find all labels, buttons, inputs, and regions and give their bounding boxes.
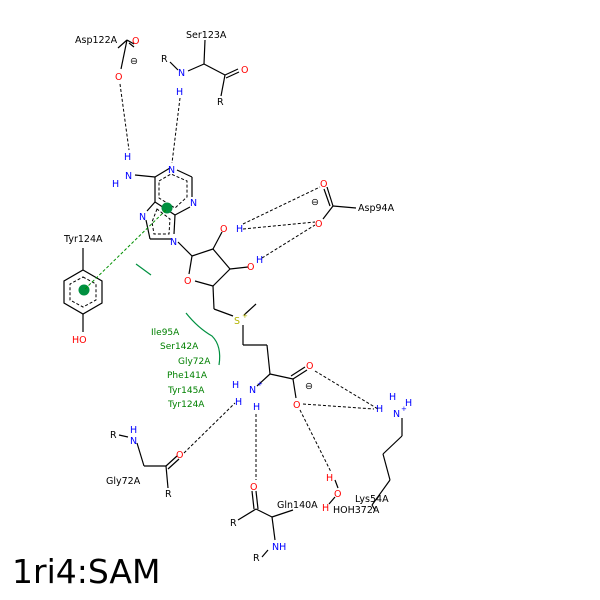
gly72-r2: R — [165, 489, 172, 500]
asp94-label: Asp94A — [358, 203, 395, 214]
sam-amine-h2: H — [112, 179, 119, 190]
sam-n3: N — [190, 198, 197, 209]
asp122-charge: ⊖ — [130, 56, 138, 67]
sam-ring-o: O — [184, 276, 191, 287]
hydrophobic-gly72: Gly72A — [178, 357, 211, 367]
gly72-n: N — [130, 436, 137, 447]
gln140-residue: O R Gln140A NH R — [230, 482, 318, 564]
lys54-residue: N + H H H Lys54A — [355, 392, 412, 511]
sam-carboxyl-o2: O — [293, 400, 300, 411]
tyr124-label: Tyr124A — [63, 234, 103, 245]
hydrophobic-ile95: Ile95A — [151, 328, 180, 338]
hoh372-o: O — [334, 489, 341, 500]
hydrophobic-phe141: Phe141A — [167, 371, 208, 381]
ligand-title: 1ri4:SAM — [12, 552, 161, 591]
hydrophobic-ser142: Ser142A — [160, 342, 199, 352]
gln140-r2: R — [253, 553, 260, 564]
hydrophobic-tyr124: Tyr124A — [167, 400, 205, 410]
tyr124-ho: HO — [72, 335, 87, 346]
asp122-o2: O — [115, 72, 122, 83]
hydrophobic-arcs — [135, 263, 221, 366]
gly72-residue: R N H O R Gly72A — [106, 425, 183, 500]
sam-amino-n: N — [249, 385, 256, 396]
ser123-n: N — [178, 68, 185, 79]
lys54-n: N — [393, 409, 400, 420]
ser123-r1: R — [161, 54, 168, 65]
gly72-o: O — [176, 450, 183, 461]
gln140-o: O — [250, 482, 257, 493]
sam-n1: N — [168, 165, 175, 176]
lys54-h2: H — [405, 398, 412, 409]
gly72-h: H — [130, 425, 137, 436]
tyr124-ring-centroid — [78, 284, 90, 296]
sam-amine-h1: H — [124, 152, 131, 163]
asp122-residue: Asp122A O O ⊖ — [75, 35, 139, 83]
sam-ring-centroid — [161, 202, 173, 214]
sam-o2: O — [220, 224, 227, 235]
ser123-r2: R — [217, 97, 224, 108]
sam-amino-h1: H — [232, 380, 239, 391]
gln140-label: Gln140A — [277, 500, 318, 511]
gln140-r1: R — [230, 518, 237, 529]
asp94-charge: ⊖ — [311, 197, 319, 208]
tyr124-residue: Tyr124A HO — [63, 234, 103, 346]
hydrophobic-tyr145: Tyr145A — [167, 386, 205, 396]
hoh372-h2: H — [322, 503, 329, 514]
lys54-label: Lys54A — [355, 494, 389, 505]
sam-amine-n: N — [125, 171, 132, 182]
ser123-label: Ser123A — [186, 30, 227, 41]
sam-sulfur-charge: + — [242, 312, 248, 320]
sam-o2-h: H — [236, 224, 243, 235]
asp94-residue: O O ⊖ Asp94A — [311, 179, 395, 230]
gly72-r1: R — [110, 430, 117, 441]
gly72-label: Gly72A — [106, 476, 141, 487]
sam-amino-h2: H — [235, 397, 242, 408]
sam-n9: N — [170, 237, 177, 248]
asp122-label: Asp122A — [75, 35, 118, 46]
ser123-h: H — [176, 87, 183, 98]
sam-ligand: N N N N N H H O O H O H S + N + H H H O … — [112, 152, 313, 413]
hydrophobic-labels: Ile95A Ser142A Gly72A Phe141A Tyr145A Ty… — [151, 328, 211, 410]
hydrogen-bonds — [119, 83, 379, 480]
sam-carboxyl-o1: O — [306, 361, 313, 372]
gln140-nh: NH — [272, 542, 286, 553]
sam-amino-h3: H — [253, 402, 260, 413]
asp94-o2: O — [315, 219, 322, 230]
ser123-o: O — [241, 65, 248, 76]
asp94-o1: O — [320, 179, 327, 190]
asp122-o1: O — [132, 36, 139, 47]
sam-n7: N — [139, 212, 146, 223]
sam-sulfur: S — [234, 316, 240, 327]
lys54-h1: H — [389, 392, 396, 403]
sam-amino-charge: + — [257, 380, 263, 388]
pi-stacking-line — [84, 208, 168, 290]
lys54-h3: H — [376, 404, 383, 415]
sam-o3-h: H — [256, 255, 263, 266]
ser123-residue: Ser123A R N H O R — [161, 30, 248, 108]
hoh372-water: H O H HOH372A — [322, 473, 380, 516]
hoh372-h1: H — [326, 473, 333, 484]
hoh372-label: HOH372A — [333, 505, 380, 516]
lys54-charge: + — [401, 405, 407, 413]
sam-o3: O — [247, 262, 254, 273]
sam-carboxyl-charge: ⊖ — [305, 381, 313, 392]
